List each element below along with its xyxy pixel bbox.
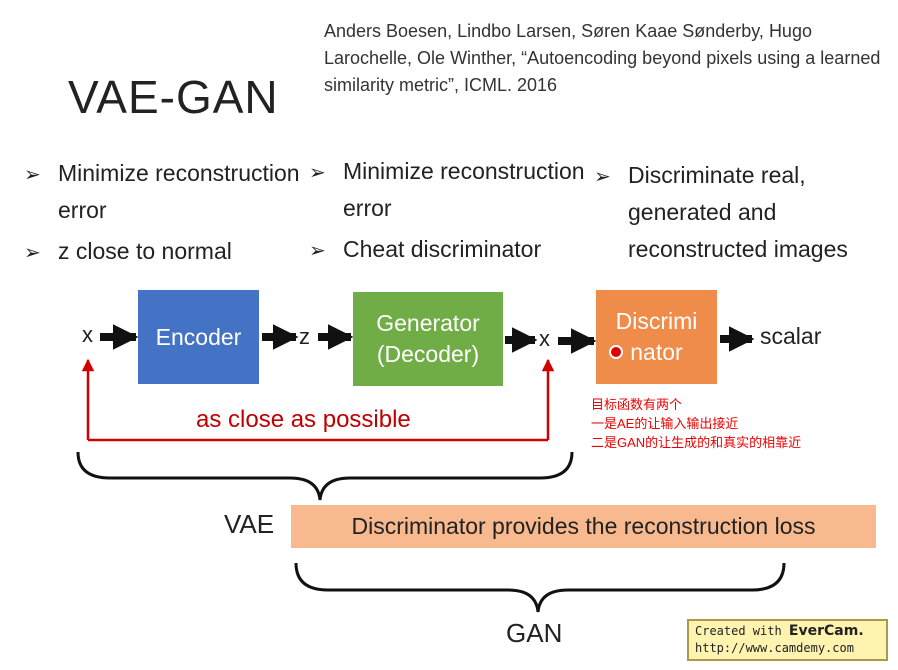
bullet-item: ➢ Minimize reconstruction error [24, 155, 314, 229]
bullet-arrow-icon: ➢ [309, 162, 326, 184]
bullet-text: Discriminate real, generated and reconst… [628, 162, 848, 262]
pointer-cursor-icon [609, 345, 623, 359]
vae-label: VAE [224, 509, 275, 539]
input-x-label: x [82, 322, 93, 347]
generator-label: Generator [376, 310, 480, 336]
bullet-arrow-icon: ➢ [24, 242, 41, 264]
bullets-encoder: ➢ Minimize reconstruction error ➢ z clos… [24, 155, 314, 272]
bullet-item: ➢ z close to normal [24, 233, 314, 272]
generator-block: Generator (Decoder) [353, 292, 503, 386]
encoder-block: Encoder [138, 290, 259, 384]
close-label: as close as possible [196, 406, 411, 433]
bullet-text: Cheat discriminator [343, 236, 542, 262]
citation: Anders Boesen, Lindbo Larsen, Søren Kaae… [324, 21, 881, 95]
annotation-line: 二是GAN的让生成的和真实的相靠近 [591, 435, 802, 450]
generator-sublabel: (Decoder) [376, 341, 480, 367]
bullet-text: z close to normal [58, 238, 232, 264]
gan-label: GAN [506, 618, 563, 648]
discriminator-label-line2: nator [630, 339, 683, 365]
annotation-line: 一是AE的让输入输出接近 [591, 416, 739, 431]
bullets-discriminator: ➢ Discriminate real, generated and recon… [594, 157, 894, 268]
bullet-item: ➢ Cheat discriminator [309, 231, 599, 270]
latent-z-label: z [299, 324, 310, 349]
loss-text: Discriminator provides the reconstructio… [351, 513, 816, 539]
bullets-generator: ➢ Minimize reconstruction error ➢ Cheat … [309, 153, 599, 270]
page-title: VAE-GAN [68, 71, 279, 123]
bullet-arrow-icon: ➢ [594, 166, 611, 188]
scalar-output-label: scalar [760, 323, 822, 349]
discriminator-block: Discrimi nator [596, 290, 717, 384]
evercam-watermark: Created with EverCam. http://www.camdemy… [687, 619, 888, 661]
vae-brace [76, 451, 574, 501]
bullet-text: Minimize reconstruction error [58, 160, 300, 223]
bullet-text: Minimize reconstruction error [343, 158, 585, 221]
reconstruction-loss-box: Discriminator provides the reconstructio… [291, 505, 876, 548]
watermark-line1: Created with EverCam. [695, 623, 864, 639]
watermark-url: http://www.camdemy.com [695, 641, 854, 655]
discriminator-label-line1: Discrimi [615, 308, 698, 334]
gan-brace [294, 562, 786, 613]
output-x-label: x [539, 326, 550, 351]
bullet-arrow-icon: ➢ [309, 240, 326, 262]
annotation-line: 目标函数有两个 [591, 397, 683, 412]
chinese-annotation: 目标函数有两个 一是AE的让输入输出接近 二是GAN的让生成的和真实的相靠近 [591, 395, 801, 452]
encoder-label: Encoder [155, 323, 242, 350]
bullet-arrow-icon: ➢ [24, 164, 41, 186]
bullet-item: ➢ Discriminate real, generated and recon… [594, 157, 894, 268]
bullet-item: ➢ Minimize reconstruction error [309, 153, 599, 227]
